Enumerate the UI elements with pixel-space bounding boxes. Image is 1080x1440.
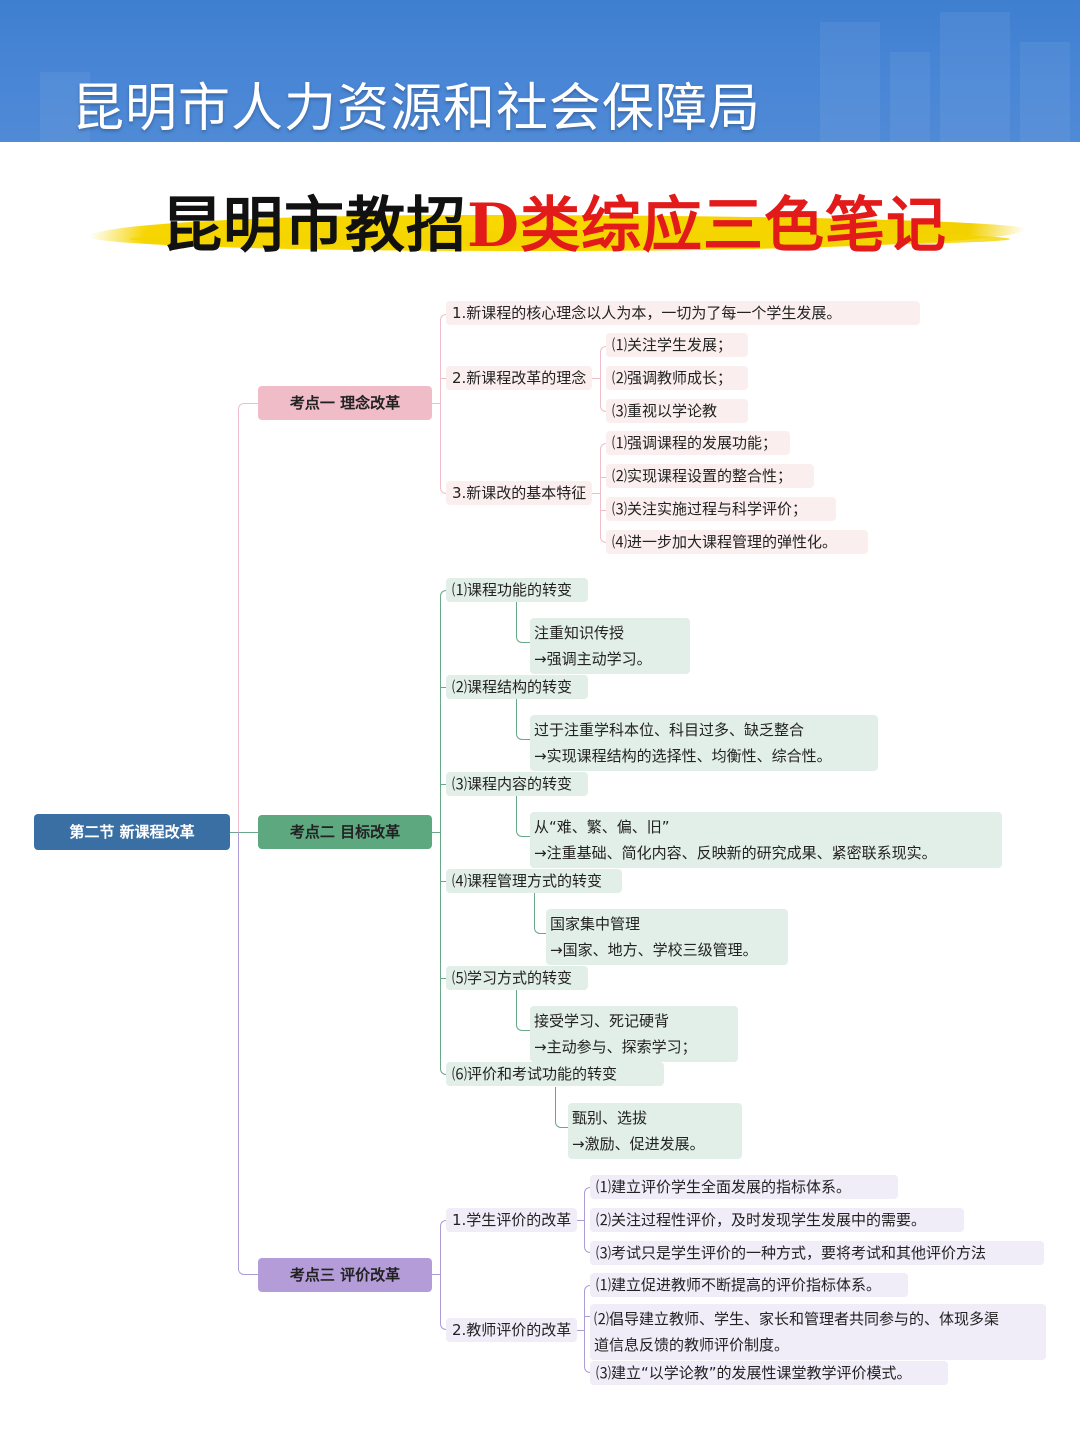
connector	[516, 699, 532, 740]
from-text: 过于注重学科本位、科目过多、缺乏整合	[534, 721, 805, 739]
transition-node[interactable]: 过于注重学科本位、科目过多、缺乏整合 →实现课程结构的选择性、均衡性、综合性。	[530, 715, 878, 771]
subtopic-node[interactable]: ⑶课程内容的转变	[446, 772, 588, 796]
leaf-node[interactable]: ⑶建立“以学论教”的发展性课堂教学评价模式。	[590, 1361, 948, 1385]
leaf-node[interactable]: ⑴强调课程的发展功能；	[606, 431, 790, 455]
connector	[516, 602, 532, 643]
to-text: →主动参与、探索学习；	[534, 1038, 697, 1056]
subtopic-node[interactable]: ⑵课程结构的转变	[446, 675, 588, 699]
connector	[432, 1274, 440, 1275]
header-banner: 昆明市人力资源和社会保障局	[0, 0, 1080, 142]
subtopic-node[interactable]: 1.学生评价的改革	[446, 1208, 578, 1232]
connector	[432, 403, 440, 404]
leaf-node[interactable]: ⑶重视以学论教	[606, 399, 748, 423]
subtopic-node[interactable]: 2.新课程改革的理念	[446, 366, 593, 390]
connector	[440, 687, 448, 688]
from-text: 甄别、选拔	[572, 1109, 648, 1127]
connector	[592, 493, 600, 494]
headline-red: D类综应三色笔记	[467, 191, 948, 261]
connector	[584, 1285, 592, 1373]
connector	[600, 510, 608, 511]
banner-title: 昆明市人力资源和社会保障局	[72, 79, 762, 139]
transition-node[interactable]: 国家集中管理 →国家、地方、学校三级管理。	[546, 909, 788, 965]
headline: 昆明市教招D类综应三色笔记	[86, 175, 1030, 265]
highlight-brush-stroke-inner	[130, 231, 1010, 247]
connector	[440, 314, 448, 494]
connector	[584, 1187, 592, 1253]
subtopic-node[interactable]: ⑹评价和考试功能的转变	[446, 1062, 664, 1086]
subtopic-node[interactable]: 1.新课程的核心理念以人为本，一切为了每一个学生发展。	[446, 301, 920, 325]
connector	[600, 443, 608, 543]
to-text: →激励、促进发展。	[572, 1135, 705, 1153]
leaf-node[interactable]: ⑴建立评价学生全面发展的指标体系。	[590, 1175, 898, 1199]
connector	[516, 796, 532, 837]
leaf-node[interactable]: ⑵实现课程设置的整合性；	[606, 464, 814, 488]
subtopic-node[interactable]: ⑴课程功能的转变	[446, 578, 588, 602]
connector	[440, 590, 448, 1075]
topic-node-1[interactable]: 考点一 理念改革	[258, 386, 432, 420]
to-text: →注重基础、简化内容、反映新的研究成果、紧密联系现实。	[534, 844, 937, 862]
headline-black: 昆明市教招	[162, 191, 467, 261]
subtopic-node[interactable]: ⑸学习方式的转变	[446, 966, 588, 990]
subtopic-node[interactable]: 2.教师评价的改革	[446, 1318, 578, 1342]
connector	[516, 990, 532, 1031]
leaf-line: 道信息反馈的教师评价制度。	[594, 1336, 790, 1354]
to-text: →强调主动学习。	[534, 650, 652, 668]
transition-node[interactable]: 甄别、选拔 →激励、促进发展。	[568, 1103, 742, 1159]
subtopic-node[interactable]: ⑷课程管理方式的转变	[446, 869, 622, 893]
connector	[440, 784, 448, 785]
transition-node[interactable]: 接受学习、死记硬背 →主动参与、探索学习；	[530, 1006, 738, 1062]
connector	[440, 881, 448, 882]
leaf-line: ⑵倡导建立教师、学生、家长和管理者共同参与的、体现多渠	[594, 1310, 1000, 1328]
leaf-node[interactable]: ⑵强调教师成长；	[606, 366, 748, 390]
transition-node[interactable]: 注重知识传授 →强调主动学习。	[530, 618, 690, 674]
connector	[576, 1330, 584, 1331]
leaf-node[interactable]: ⑴关注学生发展；	[606, 333, 748, 357]
leaf-node[interactable]: ⑵关注过程性评价，及时发现学生发展中的需要。	[590, 1208, 964, 1232]
to-text: →实现课程结构的选择性、均衡性、综合性。	[534, 747, 832, 765]
to-text: →国家、地方、学校三级管理。	[550, 941, 758, 959]
connector	[432, 832, 440, 833]
connector	[600, 477, 608, 478]
from-text: 从“难、繁、偏、旧”	[534, 818, 670, 836]
leaf-node[interactable]: ⑴建立促进教师不断提高的评价指标体系。	[590, 1273, 908, 1297]
connector	[238, 403, 258, 833]
connector	[440, 378, 448, 379]
connector	[555, 1087, 571, 1128]
topic-node-2[interactable]: 考点二 目标改革	[258, 815, 432, 849]
leaf-node[interactable]: ⑶关注实施过程与科学评价；	[606, 497, 836, 521]
leaf-node[interactable]: ⑷进一步加大课程管理的弹性化。	[606, 530, 868, 554]
connector	[584, 1316, 592, 1317]
from-text: 接受学习、死记硬背	[534, 1012, 670, 1030]
subtopic-node[interactable]: 3.新课改的基本特征	[446, 481, 593, 505]
connector	[600, 346, 608, 412]
connector	[230, 832, 258, 833]
connector	[592, 378, 600, 379]
connector	[238, 832, 258, 1275]
connector	[534, 893, 550, 934]
headline-text: 昆明市教招D类综应三色笔记	[162, 177, 947, 264]
from-text: 国家集中管理	[550, 915, 641, 933]
transition-node[interactable]: 从“难、繁、偏、旧” →注重基础、简化内容、反映新的研究成果、紧密联系现实。	[530, 812, 1002, 868]
from-text: 注重知识传授	[534, 624, 625, 642]
leaf-node[interactable]: ⑶考试只是学生评价的一种方式，要将考试和其他评价方法	[590, 1241, 1044, 1265]
root-node[interactable]: 第二节 新课程改革	[34, 814, 230, 850]
connector	[440, 978, 448, 979]
topic-node-3[interactable]: 考点三 评价改革	[258, 1258, 432, 1292]
connector	[576, 1220, 584, 1221]
leaf-node[interactable]: ⑵倡导建立教师、学生、家长和管理者共同参与的、体现多渠 道信息反馈的教师评价制度…	[590, 1304, 1046, 1360]
connector	[440, 1220, 448, 1330]
